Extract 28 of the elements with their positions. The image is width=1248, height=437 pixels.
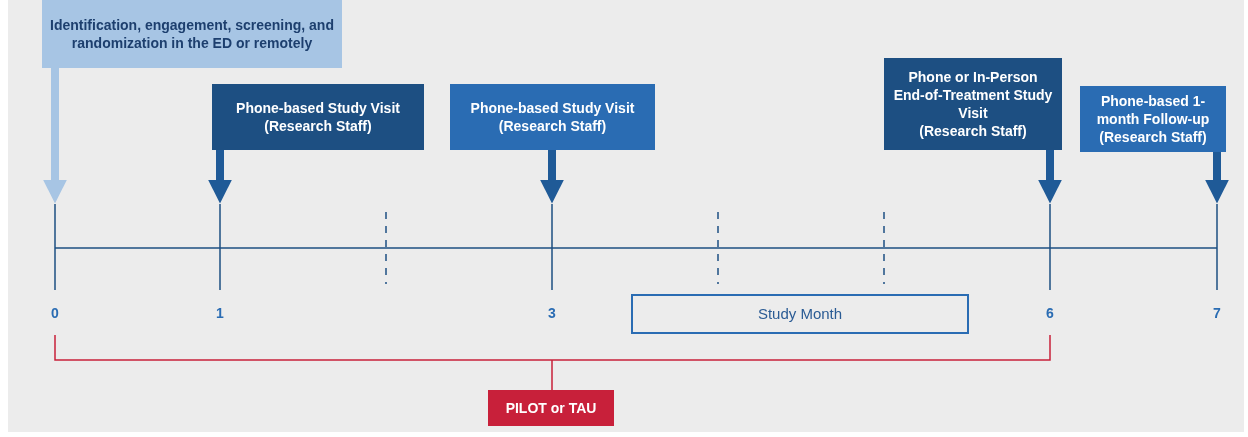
callout-text: Phone or In-Person End-of-Treatment Study Visit [892, 68, 1054, 122]
callout-text: Identification, engagement, screening, and randomization in the ED or remotely [50, 16, 334, 52]
legend-box [631, 294, 969, 334]
callout-text: (Research Staff) [264, 117, 372, 135]
arrow [1205, 152, 1229, 204]
callout-box [450, 84, 655, 150]
callout-text: Phone-based Study Visit [236, 99, 400, 117]
callout-box [884, 58, 1062, 150]
tick-label: 7 [1212, 305, 1222, 321]
callout-text: PILOT or TAU [505, 399, 597, 417]
callout-text: Phone-based Study Visit [470, 99, 635, 117]
callout-text: Study Month [757, 305, 843, 323]
arrow [208, 150, 232, 204]
arrow [1038, 150, 1062, 204]
tick-label: 3 [547, 305, 557, 321]
callout-text: Phone-based 1-month Follow-up [1095, 92, 1211, 128]
tick-label: 1 [215, 305, 225, 321]
tick-label: 0 [50, 305, 60, 321]
arrow [43, 68, 67, 204]
callout-text: (Research Staff) [1099, 128, 1207, 146]
callout-text: (Research Staff) [919, 122, 1027, 140]
callout-box [212, 84, 424, 150]
tick-label: 6 [1045, 305, 1055, 321]
callout-text: (Research Staff) [498, 117, 607, 135]
group-box [488, 390, 614, 426]
callout-box [42, 0, 342, 68]
arrow [540, 150, 564, 204]
callout-box [1080, 86, 1226, 152]
